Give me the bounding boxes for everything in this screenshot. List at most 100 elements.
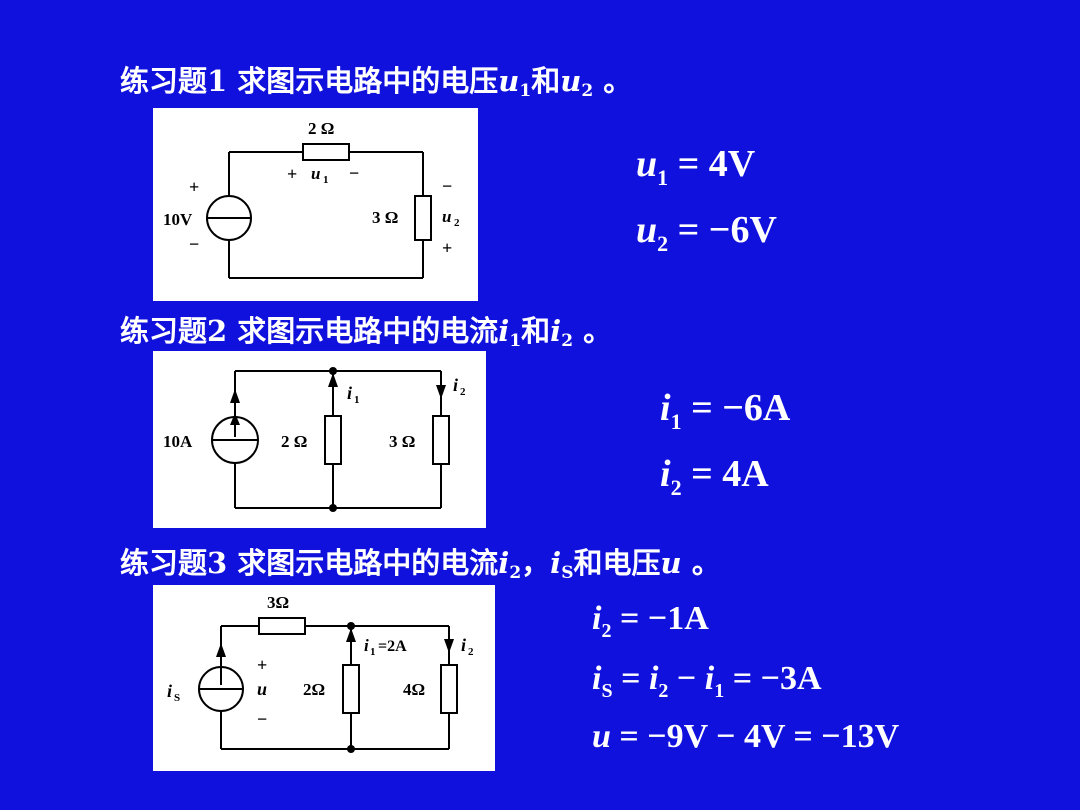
label-u1-sub: 1 [323,174,329,186]
a3c-rest: = −9V − 4V = −13V [610,718,900,755]
answer-1-u2: u2 = −6V [636,208,777,257]
a3b-sub3: 1 [714,680,725,702]
label-u: u [257,679,267,699]
a3b-rest: = −3A [724,660,822,697]
q3-var3: u [660,546,682,580]
answer-3-is: iS = i2 − i1 = −3A [592,660,822,703]
q3-sep: ， [521,546,551,580]
label-r2: 3 Ω [389,432,415,451]
label-plus-u: + [257,655,267,675]
q3-text: 练习题3 求图示电路中的电流 [120,546,499,580]
q2-suffix: 。 [573,314,613,348]
q2-sub1: 1 [509,331,522,351]
a3b-var3: i [704,660,715,697]
q1-sub1: 1 [519,81,532,101]
q3-suffix: 。 [681,546,721,580]
q2-mid: 和 [521,314,551,348]
resistor-3ohm [258,617,306,635]
question-1: 练习题1 求图示电路中的电压u1和u2 。 [120,58,632,101]
question-2: 练习题2 求图示电路中的电流i1和i2 。 [120,308,612,351]
label-i2-sub: 2 [460,386,466,398]
q1-mid: 和 [531,64,561,98]
label-i2-sub: 2 [468,646,474,658]
q2-sub2: 2 [561,331,574,351]
label-is-sub: S [174,692,180,704]
q1-var2: u [560,64,582,98]
a3b-op: − [668,660,705,697]
a1b-rest: = −6V [668,209,777,251]
label-i1-value: =2A [378,638,407,655]
circuit-2-diagram: 10A 2 Ω 3 Ω i 1 i 2 [153,351,486,528]
a2b-var: i [660,453,671,495]
label-minus-source: − [189,234,199,254]
resistor-2ohm [324,415,342,465]
q2-text: 练习题2 求图示电路中的电流 [120,314,499,348]
label-u1: u [311,164,320,183]
a1-sub: 1 [657,165,669,190]
q3-var2: i [550,546,562,580]
a1b-sub: 2 [657,231,669,256]
q1-sub2: 2 [581,81,594,101]
a2b-rest: = 4A [681,453,769,495]
label-u2-sub: 2 [454,217,460,229]
a3c-var: u [592,718,611,755]
answer-1-u1: u1 = 4V [636,142,755,191]
label-i1: i [347,383,352,403]
a3-sub: 2 [601,620,612,642]
q3-sub2: S [561,563,574,583]
q3-mid: 和电压 [573,546,661,580]
label-plus-u2: + [442,238,452,258]
a3b-sub2: 2 [658,680,669,702]
a3b-var2: i [648,660,659,697]
label-plus-source: + [189,177,199,197]
label-r1: 2Ω [303,680,325,699]
label-minus-u: − [257,709,267,729]
a3-rest: = −1A [611,600,709,637]
a1-var: u [636,143,658,185]
q3-sub1: 2 [509,563,522,583]
q1-var1: u [498,64,520,98]
a3-var: i [592,600,602,637]
q3-var1: i [498,546,510,580]
a3b-var: i [592,660,602,697]
label-i2: i [461,635,466,655]
circuit-1-diagram: 2 Ω + u 1 − + 10V − 3 Ω − u 2 + [153,108,478,301]
label-r-top: 3Ω [267,593,289,612]
label-is: i [167,681,172,701]
resistor-3ohm [432,415,450,465]
answer-2-i2: i2 = 4A [660,452,769,501]
a2-sub: 1 [670,409,682,434]
q2-var1: i [498,314,510,348]
label-i1: i [364,636,369,655]
resistor-2ohm [342,664,360,714]
question-3: 练习题3 求图示电路中的电流i2，iS和电压u 。 [120,540,721,583]
label-source: 10V [163,210,193,229]
label-r2: 4Ω [403,680,425,699]
label-plus-u1: + [287,164,297,184]
label-r1: 2 Ω [281,432,307,451]
a3b-eq: = [612,660,649,697]
a1-rest: = 4V [668,143,756,185]
q1-suffix: 。 [593,64,633,98]
label-u2: u [442,207,451,226]
answer-3-u: u = −9V − 4V = −13V [592,718,899,756]
label-i1-sub: 1 [370,646,376,658]
resistor-4ohm [440,664,458,714]
a2-var: i [660,387,671,429]
label-i2: i [453,375,458,395]
circuit-3-diagram: 3Ω i S + u − 2Ω 4Ω i 1 =2A i 2 [153,585,495,771]
label-source: 10A [163,432,193,451]
a2b-sub: 2 [670,475,682,500]
resistor-3ohm [414,195,432,241]
a3b-sub: S [601,680,613,702]
label-i1-sub: 1 [354,394,360,406]
label-minus-u1: − [349,163,359,183]
answer-3-i2: i2 = −1A [592,600,709,643]
label-r-right: 3 Ω [372,208,398,227]
a1b-var: u [636,209,658,251]
q1-text: 练习题1 求图示电路中的电压 [120,64,499,98]
label-r-top: 2 Ω [308,119,334,138]
resistor-2ohm [302,143,350,161]
q2-var2: i [550,314,562,348]
a2-rest: = −6A [681,387,791,429]
